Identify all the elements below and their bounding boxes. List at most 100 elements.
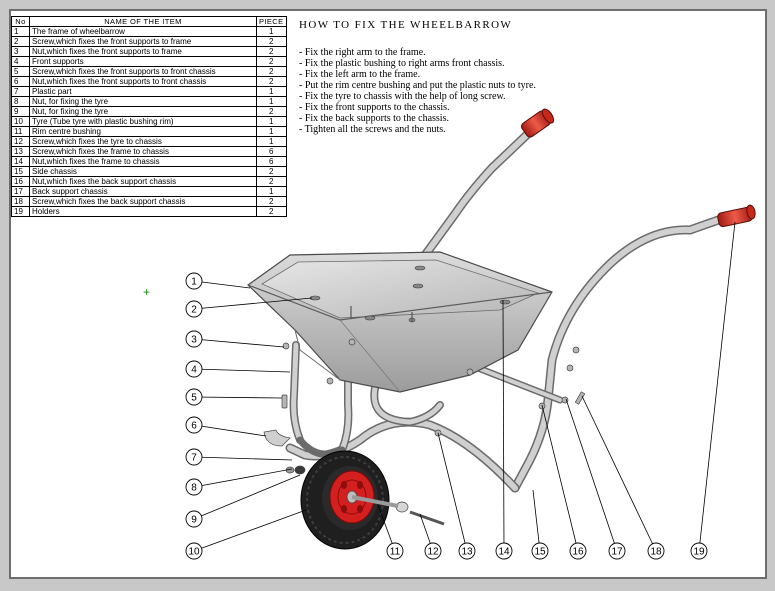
holder-grip-left (521, 108, 555, 138)
callout-18: 18 (647, 542, 665, 560)
callout-number: 10 (188, 547, 200, 558)
leader-line (502, 299, 505, 552)
callout-circle (185, 388, 203, 406)
callout-number: 5 (191, 393, 197, 404)
leader-line (532, 489, 541, 552)
callout-number: 12 (427, 547, 439, 558)
callout-circle (458, 542, 476, 560)
callout-11: 11 (386, 542, 404, 560)
hardware-parts (263, 338, 586, 526)
leader-line (193, 474, 301, 520)
callout-number: 14 (498, 547, 510, 558)
callout-number: 9 (191, 515, 197, 526)
callout-number: 3 (191, 335, 197, 346)
callout-number: 6 (191, 421, 197, 432)
callout-2: 2 (185, 300, 203, 318)
callout-6: 6 (185, 416, 203, 434)
instruction-step: - Put the rim centre bushing and put the… (299, 80, 536, 91)
callout-circle (690, 542, 708, 560)
callout-7: 7 (185, 448, 203, 466)
callout-14: 14 (495, 542, 513, 560)
leader-line (581, 395, 657, 552)
leader-line (698, 221, 736, 552)
callout-circle (185, 300, 203, 318)
callout-circle (569, 542, 587, 560)
callout-13: 13 (458, 542, 476, 560)
leader-line (437, 432, 468, 552)
tyre (300, 450, 399, 550)
leader-line (193, 280, 251, 289)
callout-number: 15 (534, 547, 546, 558)
leader-line (541, 404, 579, 552)
callout-17: 17 (608, 542, 626, 560)
leader-line (565, 398, 618, 552)
callout-number: 2 (191, 305, 197, 316)
callout-number: 8 (191, 483, 197, 494)
callout-circle (185, 510, 203, 528)
leader-line (193, 396, 283, 399)
callout-number: 16 (572, 547, 584, 558)
leader-line (193, 338, 285, 348)
callout-circle (185, 416, 203, 434)
instruction-step: - Fix the right arm to the frame. (299, 47, 426, 58)
instruction-step: - Fix the tyre to chassis with the help … (299, 91, 506, 102)
holder-grip-right (717, 204, 756, 228)
leader-line (193, 297, 313, 310)
callout-number: 19 (693, 547, 705, 558)
callout-5: 5 (185, 388, 203, 406)
callout-circle (531, 542, 549, 560)
row-name: Holders (29, 206, 257, 217)
leader-line (193, 456, 293, 461)
callout-4: 4 (185, 360, 203, 378)
callout-circle (185, 360, 203, 378)
instruction-step: - Fix the front supports to the chassis. (299, 102, 450, 113)
instructions-steps: - Fix the right arm to the frame.- Fix t… (299, 47, 629, 135)
instructions: HOW TO FIX THE WHEELBARROW - Fix the rig… (299, 19, 629, 135)
instruction-step: - Fix the left arm to the frame. (299, 69, 421, 80)
callout-8: 8 (185, 478, 203, 496)
callout-10: 10 (185, 542, 203, 560)
callout-9: 9 (185, 510, 203, 528)
row-piece: 2 (256, 206, 287, 217)
callout-circle (386, 542, 404, 560)
registration-marker: + (143, 285, 150, 299)
callout-circle (647, 542, 665, 560)
callout-number: 11 (390, 547, 401, 558)
callout-1: 1 (185, 272, 203, 290)
callout-circle (185, 542, 203, 560)
callout-12: 12 (424, 542, 442, 560)
callout-number: 13 (461, 547, 473, 558)
callout-3: 3 (185, 330, 203, 348)
instruction-step: - Fix the back supports to the chassis. (299, 113, 449, 124)
callout-number: 7 (191, 453, 197, 464)
instructions-title: HOW TO FIX THE WHEELBARROW (299, 19, 513, 31)
instruction-step: - Fix the plastic bushing to right arms … (299, 58, 505, 69)
wheelbarrow-frame (247, 251, 553, 393)
callout-circle (185, 330, 203, 348)
leader-line (193, 368, 291, 373)
leader-line (193, 509, 307, 552)
handle-tubes (285, 125, 729, 493)
callout-19: 19 (690, 542, 708, 560)
callout-15: 15 (531, 542, 549, 560)
callout-number: 17 (611, 547, 623, 558)
callout-number: 4 (191, 365, 197, 376)
callout-number: 18 (650, 547, 662, 558)
callout-circle (495, 542, 513, 560)
callout-circle (185, 478, 203, 496)
callout-circle (185, 272, 203, 290)
callout-number: 1 (191, 277, 197, 288)
leader-line (193, 468, 293, 488)
callout-circle (424, 542, 442, 560)
leader-line (193, 424, 267, 437)
callout-circle (185, 448, 203, 466)
callout-16: 16 (569, 542, 587, 560)
instruction-step: - Tighten all the screws and the nuts. (299, 124, 446, 135)
callout-circle (608, 542, 626, 560)
